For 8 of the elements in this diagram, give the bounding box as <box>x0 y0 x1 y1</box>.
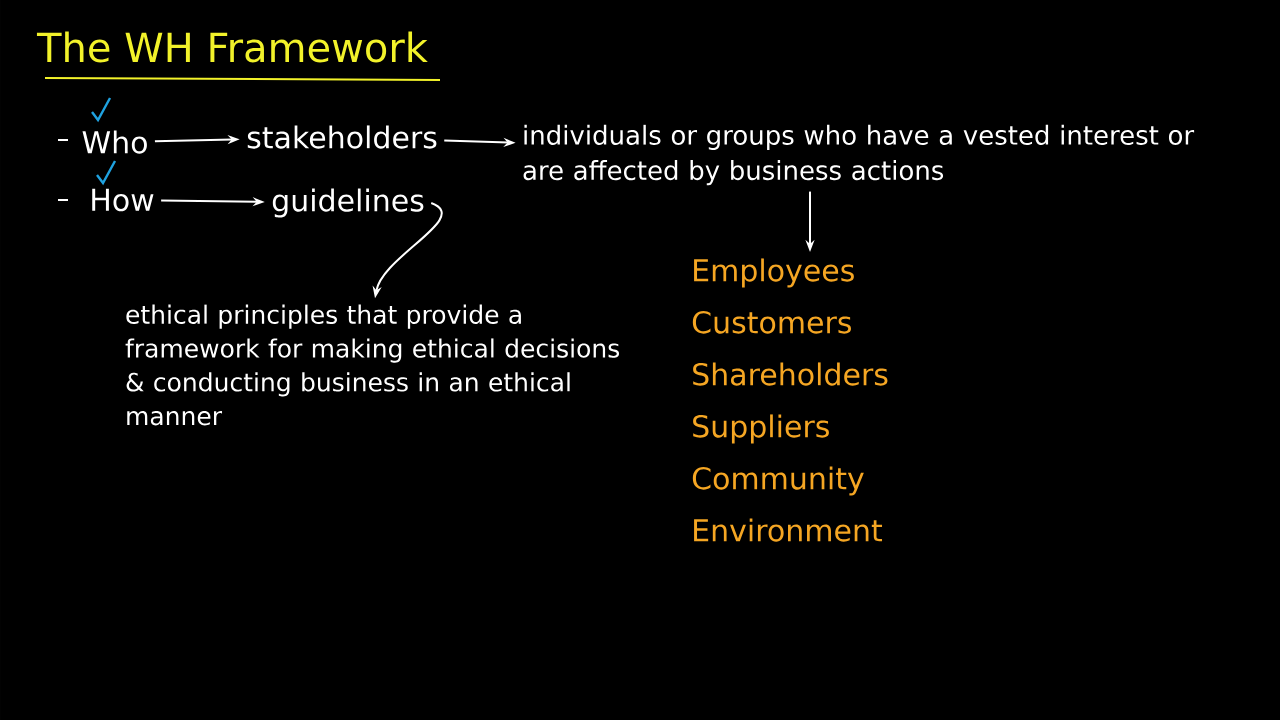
stakeholder-list: Employees Customers Shareholders Suppliers Community Environment <box>692 258 888 542</box>
handwritten-text: Who <box>82 130 147 154</box>
handwritten-text: individuals or groups who have a vested interest or are affected by business actions <box>523 124 1195 186</box>
handwritten-text: guidelines <box>272 188 424 218</box>
title: The WH Framework <box>36 31 441 81</box>
handwritten-text: How <box>92 188 154 212</box>
handwritten-text: stakeholders <box>247 125 437 149</box>
handwritten-text: ethical principles that provide a framework for making ethical decisions & conducting business in an ethical manner <box>125 304 619 426</box>
